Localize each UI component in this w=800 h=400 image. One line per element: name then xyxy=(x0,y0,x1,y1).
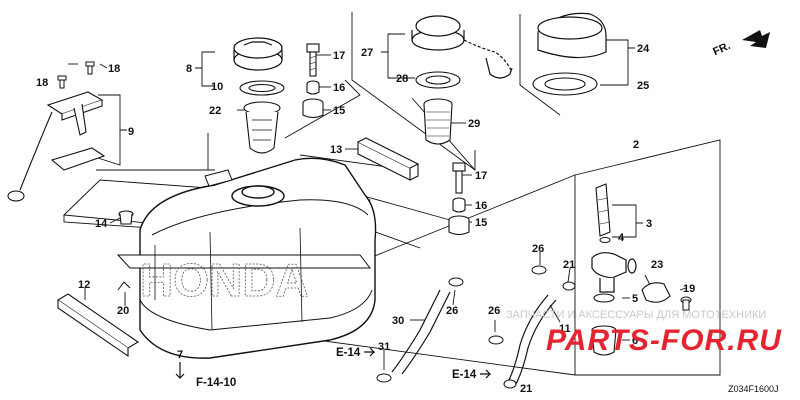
mount-bolt-lower xyxy=(452,162,466,194)
filler-cap-packing xyxy=(415,71,461,89)
ref-e14-lower-arrow-icon xyxy=(480,369,492,379)
collar-lower xyxy=(452,197,466,213)
front-direction-arrow-icon xyxy=(742,30,770,48)
ref-f1410-arrow-icon xyxy=(175,362,185,379)
alt-cap-packing xyxy=(532,72,598,96)
ref-e14-upper-arrow-icon xyxy=(364,347,376,357)
fuel-cap-part xyxy=(233,37,283,71)
callout-24: 24 xyxy=(637,43,650,55)
callout-16-lower: 16 xyxy=(475,200,487,212)
ref-f1410[interactable]: F-14-10 xyxy=(196,377,236,389)
callout-17-lower: 17 xyxy=(475,170,487,182)
callout-21-lower: 21 xyxy=(520,383,532,395)
callout-9: 9 xyxy=(128,126,134,138)
callout-4: 4 xyxy=(618,232,625,244)
fuel-tube-right xyxy=(507,294,557,385)
fuel-cock-cup xyxy=(591,325,617,356)
mount-bolt-upper xyxy=(306,43,320,77)
honda-emboss-text: HONDA xyxy=(140,254,309,306)
callout-14: 14 xyxy=(95,218,108,230)
callout-18-left: 18 xyxy=(36,77,48,89)
callout-8: 8 xyxy=(186,63,192,75)
callout-26-lower: 26 xyxy=(488,305,500,317)
fuel-cock-strainer xyxy=(595,183,611,237)
callout-25: 25 xyxy=(637,80,649,92)
callout-16-upper: 16 xyxy=(333,82,345,94)
ref-e14-upper[interactable]: E-14 xyxy=(336,347,361,359)
fuel-cock-oring xyxy=(599,237,611,243)
collar-upper xyxy=(306,80,320,95)
cushion-upper xyxy=(302,98,324,119)
cap-packing-part xyxy=(239,80,285,96)
callout-2: 2 xyxy=(633,139,639,151)
callout-6: 6 xyxy=(632,335,638,347)
clip-part xyxy=(117,281,131,291)
tube-clips xyxy=(376,265,576,389)
cross-references: E-14 E-14 F-14-10 xyxy=(175,347,492,389)
callout-13: 13 xyxy=(330,144,342,156)
callout-21-upper: 21 xyxy=(563,259,575,271)
callout-15-lower: 15 xyxy=(475,217,487,229)
callout-27: 27 xyxy=(361,47,373,59)
callout-18-right: 18 xyxy=(108,63,120,75)
cushion-lower xyxy=(448,215,470,236)
callout-22: 22 xyxy=(209,105,221,117)
callout-17-upper: 17 xyxy=(333,50,345,62)
callout-30: 30 xyxy=(392,315,404,327)
callout-20: 20 xyxy=(117,305,129,317)
callout-26-upper: 26 xyxy=(532,243,544,255)
alt-fuel-cap xyxy=(537,12,607,59)
gauge-screws xyxy=(57,61,95,89)
tank-rubber-strip-bottom xyxy=(56,293,140,358)
tank-rubber-strip-top xyxy=(357,137,420,181)
callout-11: 11 xyxy=(559,323,571,335)
fuel-strainer-part xyxy=(243,101,281,154)
callout-12: 12 xyxy=(78,279,90,291)
front-indicator-label: FR. xyxy=(711,40,732,58)
fuel-gauge-assembly xyxy=(7,91,106,202)
callout-5: 5 xyxy=(632,293,638,305)
fuel-cock-screw xyxy=(680,296,692,311)
callout-15-upper: 15 xyxy=(333,105,345,117)
watermark-tagline: ЗАПЧАСТИ И АКСЕССУАРЫ ДЛЯ МОТОТЕХНИКИ xyxy=(506,309,766,321)
callout-26-mid: 26 xyxy=(446,305,458,317)
callout-numbers: 2 3 4 5 6 7 8 9 10 11 12 13 14 15 15 16 … xyxy=(36,43,695,395)
callout-10: 10 xyxy=(211,81,223,93)
callout-28: 28 xyxy=(396,73,408,85)
diagram-code: Z034F1600J xyxy=(728,384,779,394)
filler-cap-with-chain xyxy=(411,15,513,79)
filler-strainer xyxy=(423,98,453,145)
callout-3: 3 xyxy=(646,218,652,230)
fuel-cock-gasket xyxy=(593,293,615,303)
callout-31: 31 xyxy=(378,341,390,353)
callout-7: 7 xyxy=(177,349,183,361)
callout-19: 19 xyxy=(683,283,695,295)
callout-23: 23 xyxy=(651,259,663,271)
fuel-cock-valve xyxy=(591,252,637,293)
fuel-cock-lever xyxy=(641,282,671,303)
callout-29: 29 xyxy=(468,118,480,130)
watermark-logo: PARTS-FOR.RU xyxy=(546,324,782,357)
watermark: ЗАПЧАСТИ И АКСЕССУАРЫ ДЛЯ МОТОТЕХНИКИ PA… xyxy=(506,309,782,357)
ref-e14-lower[interactable]: E-14 xyxy=(452,369,477,381)
fuel-tank-body xyxy=(116,157,377,359)
grommet-part xyxy=(118,210,134,225)
fuel-tube-left xyxy=(391,289,451,375)
